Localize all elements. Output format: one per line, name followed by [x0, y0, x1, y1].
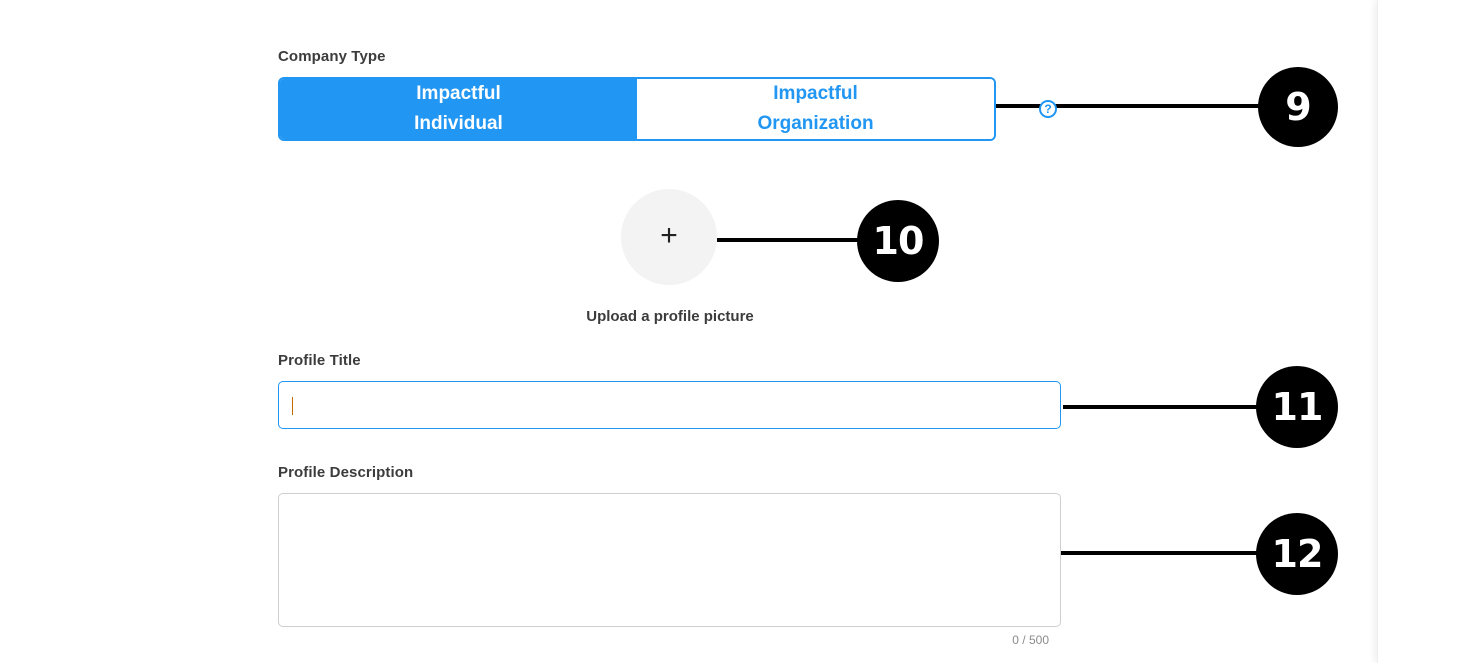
- company-type-toggle: Impactful Individual Impactful Organizat…: [278, 77, 996, 141]
- callout-line-12: [1061, 551, 1263, 555]
- description-character-counter: 0 / 500: [1012, 633, 1049, 647]
- callout-line-10: [717, 238, 865, 242]
- company-type-label: Company Type: [278, 48, 386, 65]
- profile-description-label: Profile Description: [278, 464, 414, 481]
- option-impactful-individual[interactable]: Impactful Individual: [280, 79, 637, 139]
- upload-profile-picture-button[interactable]: +: [621, 189, 717, 285]
- upload-profile-picture-caption: Upload a profile picture: [586, 308, 754, 325]
- text-caret: [292, 397, 293, 415]
- profile-title-label: Profile Title: [278, 352, 361, 369]
- profile-title-input[interactable]: [278, 381, 1061, 429]
- callout-badge-12: 12: [1256, 513, 1338, 595]
- callout-line-11: [1063, 405, 1263, 409]
- option-impactful-organization[interactable]: Impactful Organization: [637, 79, 994, 139]
- callout-badge-10: 10: [857, 200, 939, 282]
- plus-icon: +: [660, 218, 678, 252]
- right-side-panel-edge: [1377, 0, 1465, 663]
- option-impactful-organization-label: Impactful Organization: [757, 83, 874, 134]
- callout-badge-11: 11: [1256, 366, 1338, 448]
- question-circle-icon[interactable]: ?: [1039, 100, 1057, 118]
- callout-line-9: [996, 104, 1266, 108]
- option-impactful-individual-label: Impactful Individual: [414, 83, 503, 134]
- profile-description-textarea[interactable]: [278, 493, 1061, 627]
- callout-badge-9: 9: [1258, 67, 1338, 147]
